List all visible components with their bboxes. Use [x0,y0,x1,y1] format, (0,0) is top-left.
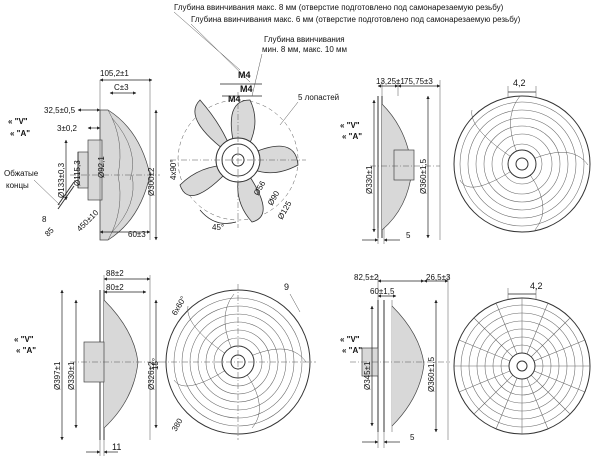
label-m4-b: M4 [240,84,253,94]
label-a2: « "A" [342,132,362,141]
dim-125: Ø125 [276,199,294,221]
note-depth-max8: Глубина ввинчивания макс. 8 мм (отверсти… [174,3,504,12]
label-v2: « "V" [340,121,360,130]
dim-1325: 13,25±1 [376,77,405,86]
label-m4-c: M4 [228,94,241,104]
leader-line [173,11,241,71]
dim-7575: 75,75±3 [404,77,433,86]
dim-c: C±3 [114,83,129,92]
dim-11: 11 [112,442,121,452]
dim-60b: 60±1,5 [370,287,395,296]
label-v4: « "V" [340,335,360,344]
dim-450: 450±10 [75,208,101,234]
note-crimped-1: Обжатые [4,169,39,178]
dim-300: Ø300±2 [147,167,156,196]
note-crimped-2: концы [6,181,29,190]
dim-345: Ø345±1 [363,361,372,390]
dim-330: Ø330±1 [365,165,374,194]
label-m4-a: M4 [238,70,251,80]
dim-88: 88±2 [106,269,124,278]
note-depth-max6: Глубина ввинчивания макс. 6 мм (отверсти… [191,15,521,24]
dim-330b: Ø330±1 [67,361,76,390]
leader-line [251,53,263,97]
dim-85: 85 [43,225,56,238]
dim-60: 60±3 [128,230,146,239]
view-4-grille-front: 4,2 [453,78,591,233]
note-depth-line2: мин. 8 мм, макс. 10 мм [262,45,347,54]
dim-133: Ø133±0,3 [57,162,66,198]
dim-115: Ø115,3 [73,160,82,186]
dim-360: Ø360±1,5 [419,158,428,194]
view-5-side-frame: 88±2 80±2 « "V" « "A" Ø397±1 Ø330±1 Ø326… [14,269,160,456]
dim-265: 26,5±3 [426,273,451,282]
dim-56: Ø56 [252,179,268,197]
angle-15: 15° [151,358,160,370]
dim-80: 80±2 [106,283,124,292]
dim-9: 9 [284,282,289,292]
dim-380: 380 [170,416,185,433]
note-depth-line1: Глубина ввинчивания [264,35,345,44]
dim-32: 32,5±0,5 [44,106,76,115]
leader-line [190,23,251,83]
dim-105: 105,2±1 [100,69,129,78]
dim-397: Ø397±1 [53,361,62,390]
label-a4: « "A" [342,346,362,355]
dim-3: 3±0,2 [57,124,78,133]
view-6-front-grille: 6x60° 15° 380 9 [151,282,316,440]
dim-825: 82,5±2 [354,273,379,282]
label-v: « "V" [8,117,28,126]
dim-90: Ø90 [266,189,282,207]
view-1-side: 105,2±1 C±3 32,5±0,5 3±0,2 « "V" « "A" Ø… [4,69,160,241]
dim-92: Ø92,1 [97,156,106,178]
dim-42: 4,2 [513,78,526,88]
label-a3: « "A" [16,346,36,355]
view-8-grille-front: 4,2 [453,281,591,435]
note-blades: 5 лопастей [298,93,339,102]
dim-42b: 4,2 [530,281,543,291]
label-v3: « "V" [14,335,34,344]
view-2-front: M4 M4 M4 5 лопастей 4x90° 45° Ø56 Ø90 Ø1… [169,70,339,232]
dim-326: Ø326±2 [147,361,156,390]
dim-360b: Ø360±1,5 [427,356,436,392]
dim-5b: 5 [410,433,415,442]
label-a: « "A" [10,129,30,138]
view-7-side-grille: 82,5±2 26,5±3 60±1,5 « "V" « "A" Ø345±1 … [340,273,451,448]
dim-8: 8 [42,215,47,224]
angle-4x90: 4x90° [169,159,178,180]
dim-5: 5 [406,231,411,240]
angle-45: 45° [212,223,224,232]
view-3-side-grille: 13,25±1 75,75±3 « "V" « "A" Ø330±1 Ø360±… [340,77,441,244]
